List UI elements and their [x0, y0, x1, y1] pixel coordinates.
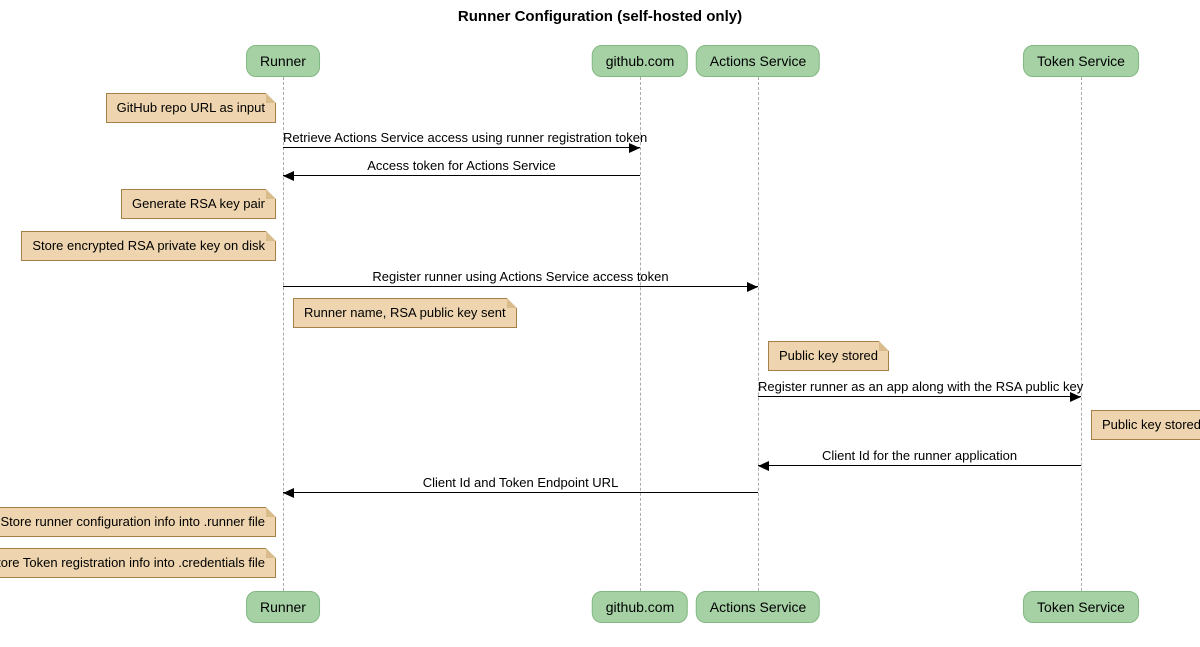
lifeline-actions — [758, 77, 759, 591]
note-1: GitHub repo URL as input — [105, 93, 277, 123]
message-line — [283, 492, 758, 493]
message-label: Register runner as an app along with the… — [758, 379, 1084, 394]
note-label: Store runner configuration info into .ru… — [0, 514, 266, 529]
note-label: Generate RSA key pair — [132, 196, 265, 211]
message-4: Register runner as an app along with the… — [758, 377, 1084, 402]
diagram-title: Runner Configuration (self-hosted only) — [457, 8, 743, 25]
note-2: Generate RSA key pair — [121, 189, 276, 219]
arrowhead-icon — [758, 461, 769, 471]
message-line — [283, 175, 640, 176]
message-line — [758, 396, 1081, 397]
lifeline-runner — [283, 77, 284, 591]
message-line — [758, 465, 1081, 466]
note-label: Runner name, RSA public key sent — [304, 305, 506, 320]
note-3: Store encrypted RSA private key on disk — [21, 231, 276, 261]
note-7: Store runner configuration info into .ru… — [0, 507, 276, 537]
lifeline-github — [640, 77, 641, 591]
message-label: Client Id for the runner application — [821, 448, 1018, 463]
note-6: Public key stored — [1091, 410, 1200, 440]
message-label: Client Id and Token Endpoint URL — [422, 475, 619, 490]
arrowhead-icon — [283, 171, 294, 181]
note-4: Runner name, RSA public key sent — [293, 298, 517, 328]
actor-top-github: github.com — [591, 45, 689, 77]
note-label: Store encrypted RSA private key on disk — [32, 238, 265, 253]
actor-bottom-github: github.com — [591, 591, 689, 623]
note-label: Public key stored — [779, 348, 878, 363]
lifeline-token — [1081, 77, 1082, 591]
actor-bottom-token: Token Service — [1023, 591, 1139, 623]
arrowhead-icon — [283, 488, 294, 498]
message-3: Register runner using Actions Service ac… — [283, 267, 758, 292]
arrowhead-icon — [747, 282, 758, 292]
message-2: Access token for Actions Service — [283, 156, 640, 181]
arrowhead-icon — [1070, 392, 1081, 402]
message-line — [283, 286, 758, 287]
message-label: Register runner using Actions Service ac… — [372, 269, 669, 284]
message-label: Access token for Actions Service — [367, 158, 556, 173]
actor-top-runner: Runner — [246, 45, 320, 77]
actor-top-token: Token Service — [1023, 45, 1139, 77]
actor-top-actions: Actions Service — [695, 45, 821, 77]
note-label: Public key stored — [1102, 417, 1200, 432]
message-1: Retrieve Actions Service access using ru… — [283, 128, 648, 153]
message-line — [283, 147, 640, 148]
note-label: Store Token registration info into .cred… — [0, 555, 265, 570]
actor-bottom-actions: Actions Service — [695, 591, 821, 623]
note-label: GitHub repo URL as input — [116, 100, 265, 115]
message-6: Client Id and Token Endpoint URL — [283, 473, 758, 498]
note-5: Public key stored — [768, 341, 889, 371]
actor-bottom-runner: Runner — [246, 591, 320, 623]
arrowhead-icon — [629, 143, 640, 153]
message-5: Client Id for the runner application — [758, 446, 1081, 471]
note-8: Store Token registration info into .cred… — [0, 548, 276, 578]
message-label: Retrieve Actions Service access using ru… — [283, 130, 648, 145]
